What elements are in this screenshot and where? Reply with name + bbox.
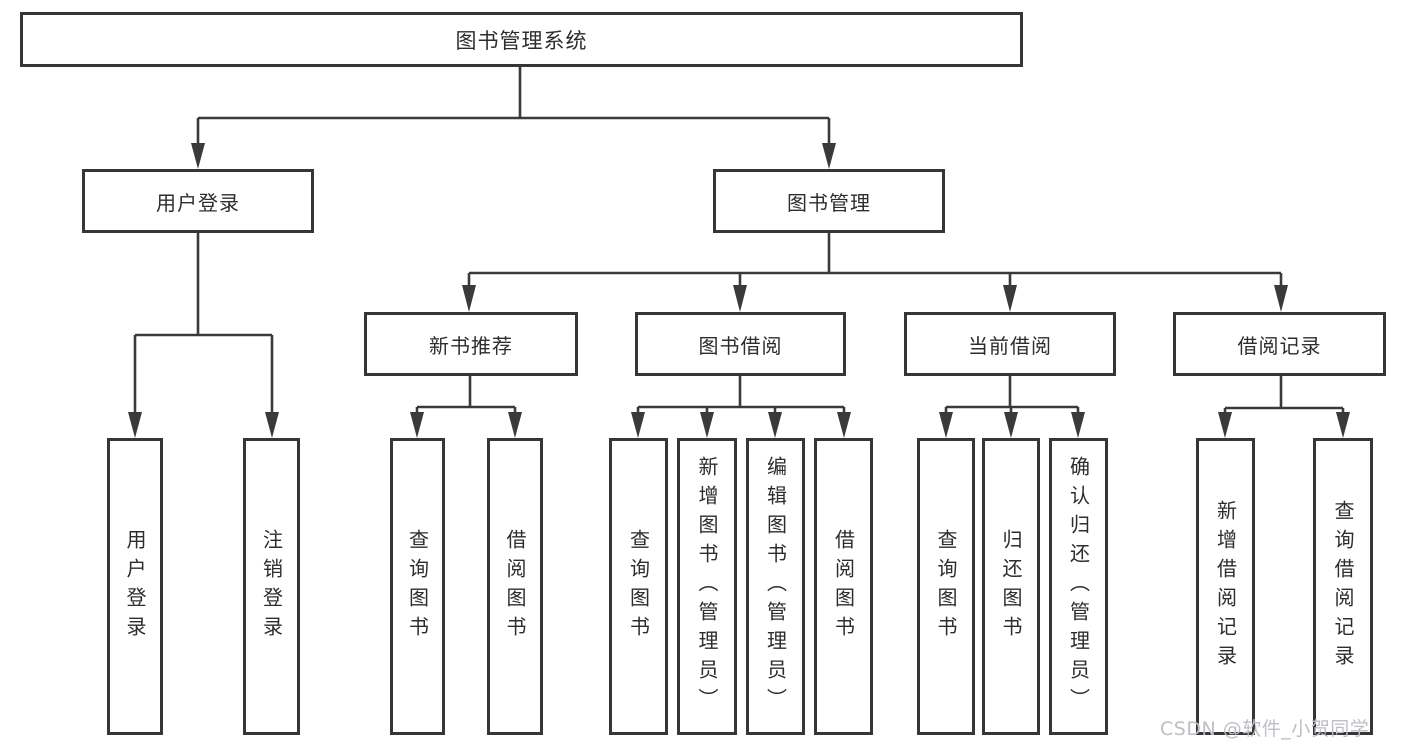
node-label: 用户登录 (156, 190, 240, 215)
leaf-label: 编辑图书（管理员） (763, 456, 788, 717)
leaf-label: 查询图书 (934, 528, 958, 645)
leaf-label: 新增借阅记录 (1213, 499, 1238, 674)
node-new-book-recommendation: 新书推荐 (364, 312, 578, 376)
leaf-label: 归还图书 (999, 528, 1023, 645)
leaf-borrow-books: 借阅图书 (814, 438, 873, 735)
node-label: 图书管理系统 (455, 28, 588, 53)
node-label: 借阅记录 (1237, 333, 1322, 358)
node-book-management: 图书管理 (713, 169, 945, 233)
connector-book-mgmt-to-level3 (462, 233, 1288, 312)
node-label: 图书借阅 (698, 333, 783, 358)
leaf-borrow-books-recommend: 借阅图书 (487, 438, 543, 735)
leaf-label: 查询借阅记录 (1331, 499, 1355, 674)
connector-root-to-level2 (191, 67, 836, 169)
leaf-label: 注销登录 (259, 528, 284, 645)
leaf-label: 新增图书（管理员） (695, 456, 719, 717)
node-current-borrowing: 当前借阅 (904, 312, 1116, 376)
leaf-label: 借阅图书 (831, 528, 856, 645)
leaf-logout: 注销登录 (243, 438, 300, 735)
leaf-user-login: 用户登录 (107, 438, 163, 735)
leaf-label: 借阅图书 (503, 528, 527, 645)
leaf-add-book-admin: 新增图书（管理员） (677, 438, 737, 735)
connector-new-book-to-leaves (410, 376, 522, 438)
csdn-watermark: CSDN @软件_小贺同学 (1160, 718, 1370, 740)
connector-user-login-to-leaves (128, 233, 279, 438)
connector-book-borrow-to-leaves (631, 376, 851, 438)
leaf-query-books-current: 查询图书 (917, 438, 975, 735)
leaf-label: 用户登录 (123, 528, 147, 645)
leaf-return-books: 归还图书 (982, 438, 1040, 735)
leaf-query-borrow-record: 查询借阅记录 (1313, 438, 1373, 735)
node-library-management-system: 图书管理系统 (20, 12, 1023, 67)
node-label: 当前借阅 (968, 333, 1052, 358)
leaf-add-borrow-record: 新增借阅记录 (1196, 438, 1255, 735)
connector-current-borrow-to-leaves (939, 376, 1085, 438)
leaf-label: 查询图书 (626, 528, 651, 645)
leaf-query-books-borrow: 查询图书 (609, 438, 668, 735)
node-book-borrowing: 图书借阅 (635, 312, 846, 376)
leaf-query-books-recommend: 查询图书 (390, 438, 445, 735)
node-borrowing-records: 借阅记录 (1173, 312, 1386, 376)
node-label: 新书推荐 (429, 333, 513, 358)
node-label: 图书管理 (787, 190, 871, 215)
leaf-label: 查询图书 (405, 528, 430, 645)
leaf-label: 确认归还（管理员） (1066, 456, 1091, 717)
node-user-login: 用户登录 (82, 169, 314, 233)
leaf-confirm-return-admin: 确认归还（管理员） (1049, 438, 1108, 735)
leaf-edit-book-admin: 编辑图书（管理员） (746, 438, 805, 735)
connector-borrow-record-to-leaves (1218, 376, 1350, 438)
